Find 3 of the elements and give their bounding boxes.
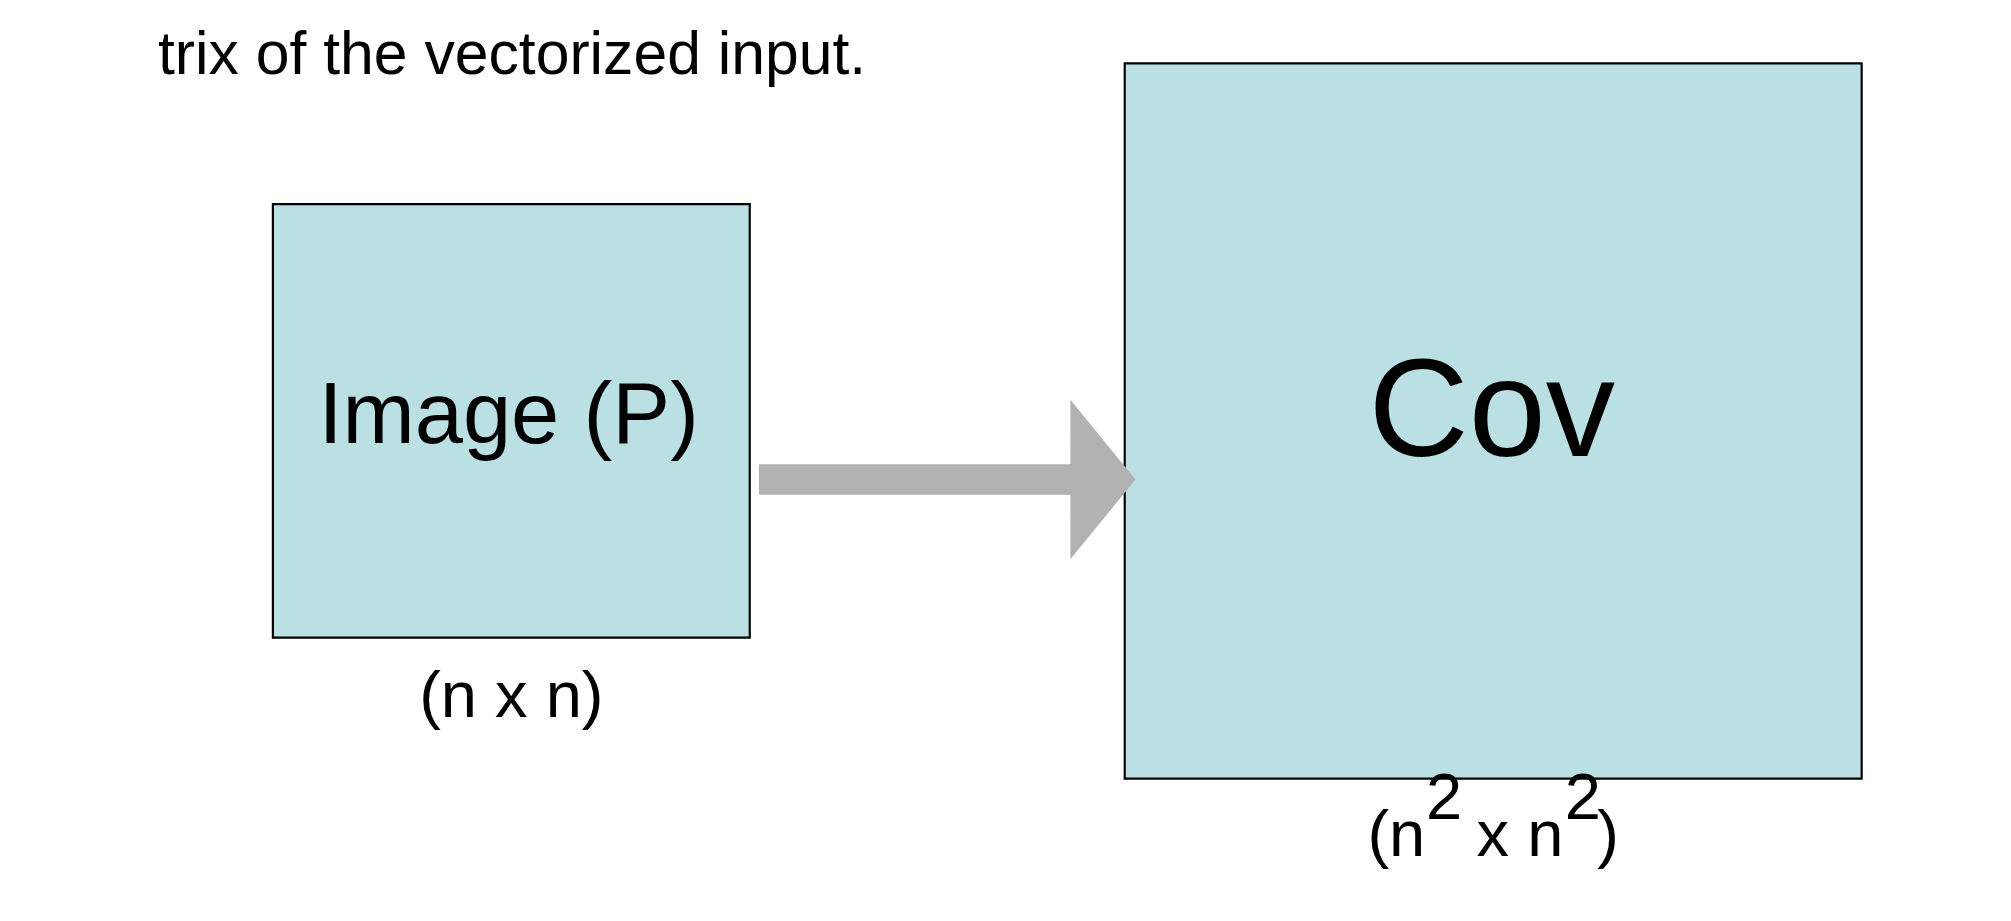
arrow xyxy=(758,399,1136,560)
label: trix of the vectorized input. xyxy=(158,18,867,87)
node-label: (n x n) xyxy=(419,657,604,731)
